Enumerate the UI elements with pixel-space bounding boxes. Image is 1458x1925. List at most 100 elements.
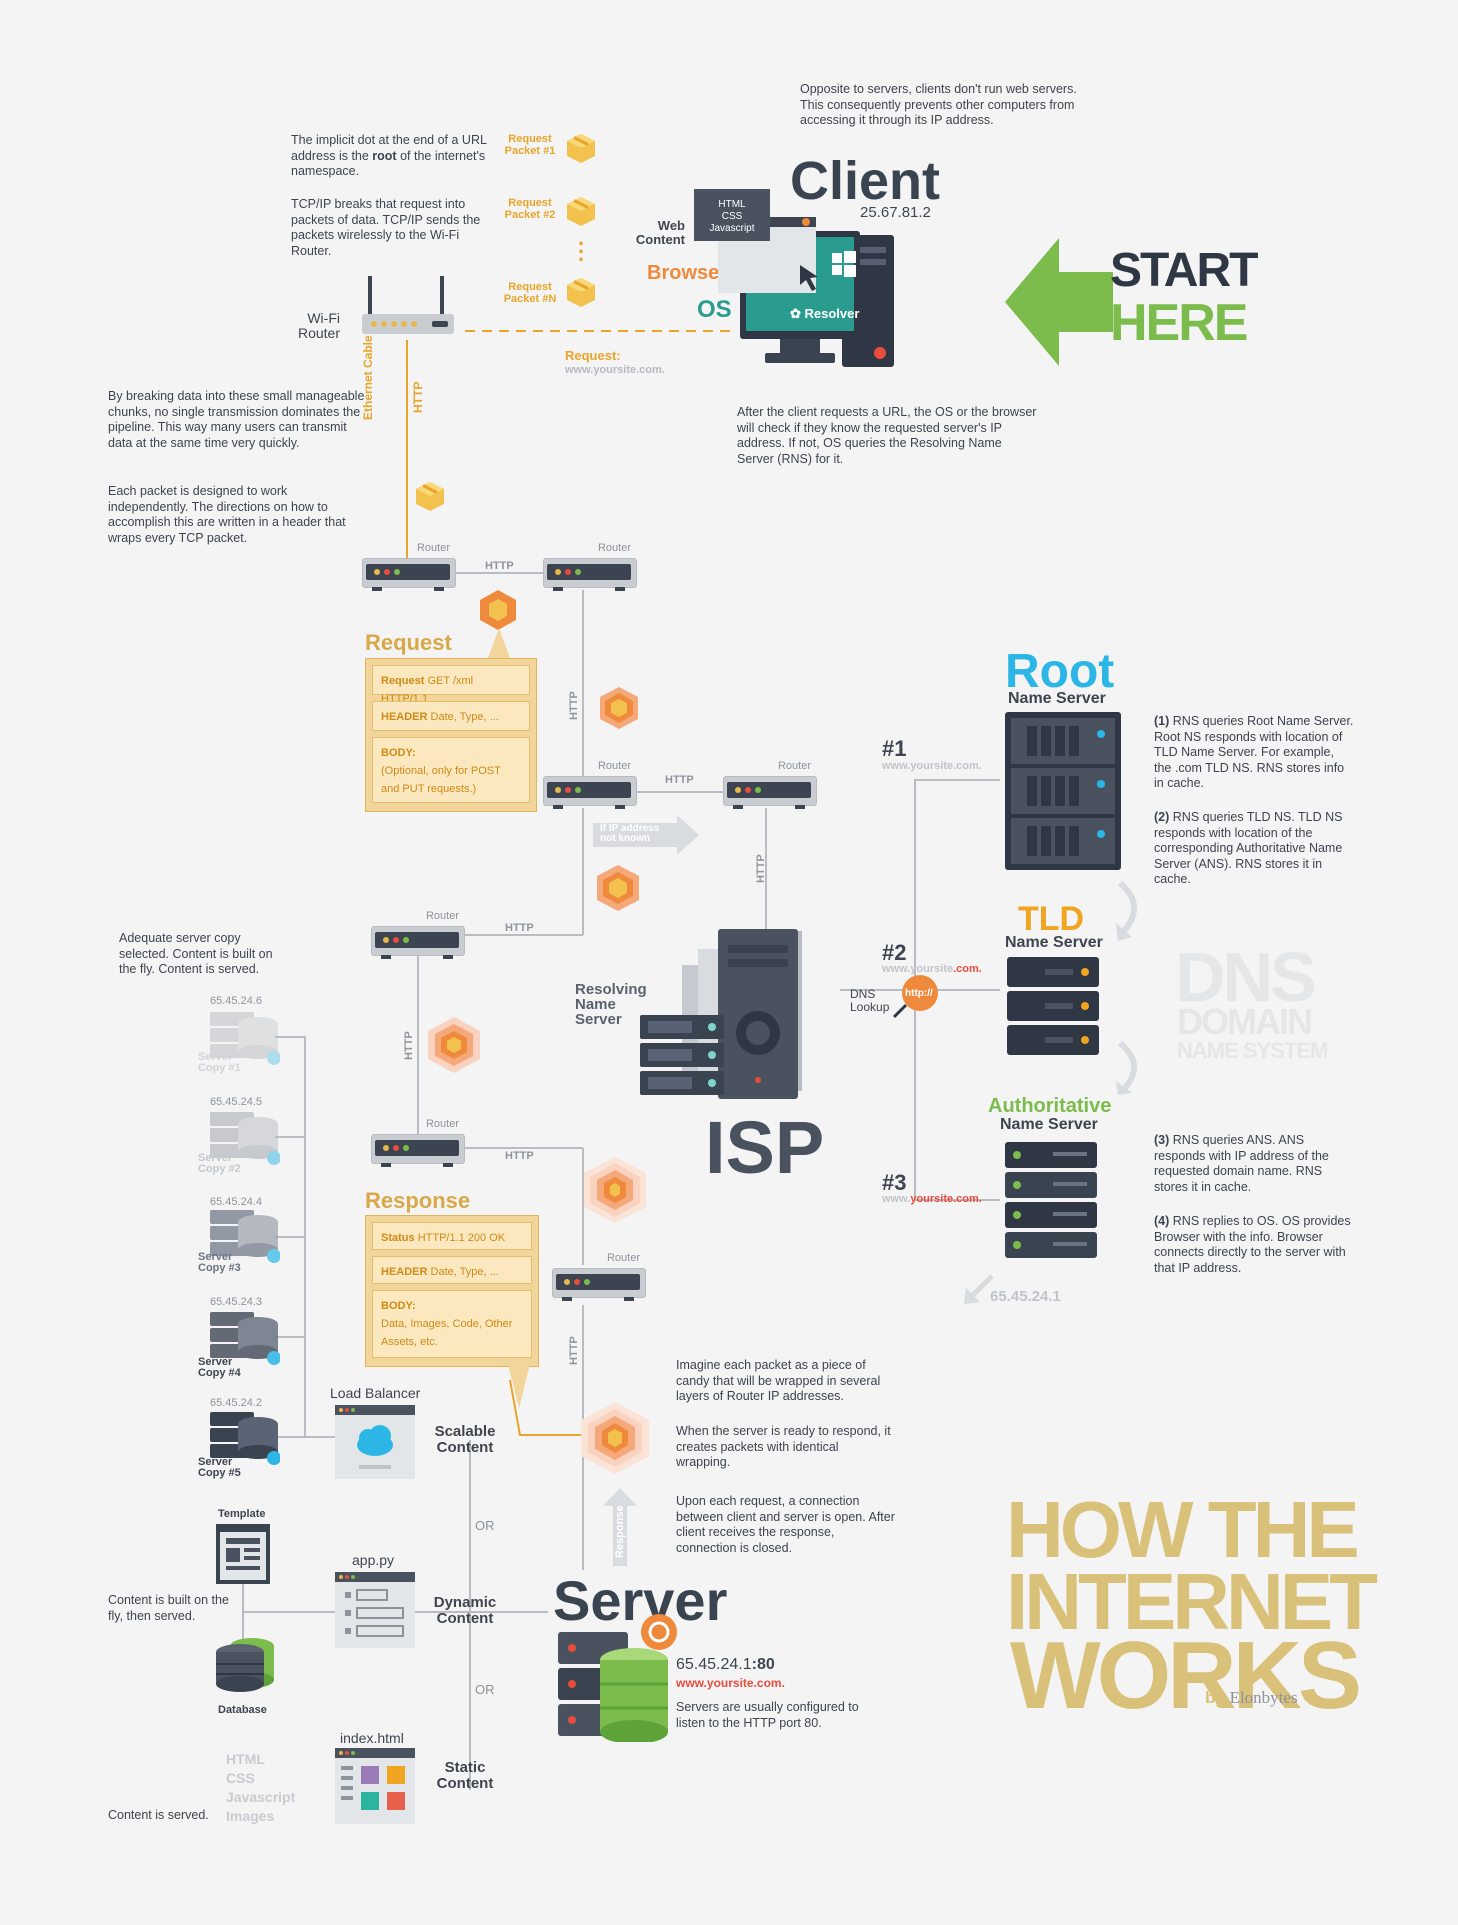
wifi-router-label: Wi-Fi Router bbox=[297, 310, 340, 341]
load-balancer-label: Load Balancer bbox=[330, 1385, 421, 1401]
client-title: Client bbox=[790, 151, 941, 211]
packet-2-label: Request Packet #2 bbox=[504, 197, 556, 221]
server-copy-4-name: Server Copy #4 bbox=[198, 1356, 241, 1379]
or-label-1: OR bbox=[475, 1518, 495, 1533]
router-4: Router bbox=[723, 760, 817, 810]
server-copy-ip: 65.45.24.3 bbox=[210, 1296, 262, 1308]
static-type-html: HTML bbox=[226, 1751, 265, 1767]
byline: by Elonbytes bbox=[1205, 1688, 1298, 1707]
dns-note-3: (3) RNS queries ANS. ANS responds with I… bbox=[1154, 1133, 1329, 1194]
server-copy-4-icon bbox=[210, 1312, 280, 1365]
auth-sub: Name Server bbox=[1000, 1116, 1098, 1133]
client-computer bbox=[694, 189, 894, 367]
start-label: START bbox=[1110, 244, 1258, 297]
http-label: HTTP bbox=[665, 774, 694, 786]
rns-label: Resolving Name Server bbox=[575, 981, 647, 1028]
app-py-icon bbox=[335, 1572, 415, 1648]
index-html-icon bbox=[335, 1748, 415, 1824]
hex-packet-icon bbox=[581, 1402, 649, 1474]
http-label: HTTP bbox=[568, 1336, 580, 1365]
static-type-images: Images bbox=[226, 1808, 275, 1824]
isp-title: ISP bbox=[705, 1106, 825, 1189]
tld-server-icon bbox=[1007, 957, 1099, 1055]
connection-note: Upon each request, a connection between … bbox=[676, 1494, 895, 1555]
server-copy-ip: 65.45.24.4 bbox=[210, 1196, 262, 1208]
http-label: HTTP bbox=[505, 922, 534, 934]
http-label: HTTP bbox=[485, 560, 514, 572]
router-label: Router bbox=[597, 760, 631, 772]
dns-step-1-url: www.yoursite.com. bbox=[882, 760, 982, 772]
request-box: Request GET /xml HTTP/1.1 HEADER Date, T… bbox=[365, 658, 537, 812]
server-copy-3-name: Server Copy #3 bbox=[198, 1251, 241, 1274]
server-copy-2-name: Server Copy #2 bbox=[198, 1152, 241, 1175]
dns-watermark-name-system: NAME SYSTEM bbox=[1177, 1038, 1328, 1063]
candy-note: Imagine each packet as a piece of candy … bbox=[676, 1358, 881, 1403]
server-copy-note: Adequate server copy selected. Content i… bbox=[119, 931, 273, 976]
response-box-pointer bbox=[508, 1364, 530, 1408]
server-copy-ip: 65.45.24.5 bbox=[210, 1096, 262, 1108]
request-url: www.yoursite.com. bbox=[565, 364, 665, 376]
response-body-row: BODY:Data, Images, Code, Other Assets, e… bbox=[372, 1290, 532, 1358]
hex-packet-icon bbox=[597, 865, 639, 911]
static-types: HTML CSS Javascript Images bbox=[226, 1750, 295, 1826]
dns-step-2-num: #2 bbox=[882, 940, 907, 965]
router-label: Router bbox=[425, 1118, 459, 1130]
brand-logo: Elonbytes bbox=[1229, 1688, 1298, 1707]
hex-packet-icon bbox=[428, 1017, 480, 1073]
dns-step-1-num: #1 bbox=[882, 736, 907, 761]
router-label: Router bbox=[416, 542, 450, 554]
static-content-label: Static Content bbox=[436, 1759, 494, 1792]
server-copy-5-name: Server Copy #5 bbox=[198, 1456, 241, 1479]
hex-packet-icon bbox=[476, 588, 477, 589]
dynamic-content-label: Dynamic Content bbox=[433, 1594, 497, 1627]
start-here-arrow bbox=[1005, 238, 1113, 366]
tld-sub: Name Server bbox=[1005, 934, 1103, 951]
server-copy-ip: 65.45.24.2 bbox=[210, 1397, 262, 1409]
server-copy-ip: 65.45.24.6 bbox=[210, 995, 262, 1007]
return-ip: 65.45.24.1 bbox=[990, 1288, 1061, 1305]
dns-note-2: (2) RNS queries TLD NS. TLD NS responds … bbox=[1154, 810, 1343, 886]
router-2: Router bbox=[543, 542, 637, 592]
wrap-note: When the server is ready to respond, it … bbox=[676, 1424, 891, 1469]
os-label: OS bbox=[697, 296, 732, 323]
tld-title: TLD bbox=[1018, 900, 1085, 938]
request-line-row: Request GET /xml HTTP/1.1 bbox=[372, 665, 530, 705]
auth-title: Authoritative bbox=[988, 1095, 1112, 1117]
response-header-row: HEADER Date, Type, ... bbox=[372, 1256, 532, 1284]
database-icon bbox=[216, 1638, 274, 1692]
client-after-note: After the client requests a URL, the OS … bbox=[737, 405, 1037, 466]
independent-note: Each packet is designed to work independ… bbox=[108, 484, 346, 545]
static-type-js: Javascript bbox=[226, 1789, 296, 1805]
dns-lookup-label: DNS Lookup bbox=[850, 987, 890, 1014]
web-content-label: Web Content bbox=[635, 218, 685, 247]
or-label-2: OR bbox=[475, 1682, 495, 1697]
dns-lookup-badge bbox=[892, 975, 938, 1019]
main-title-line-2: INTERNET bbox=[1006, 1557, 1378, 1646]
template-icon bbox=[216, 1524, 270, 1584]
root-title: Root bbox=[1005, 645, 1115, 698]
served-note: Content is served. bbox=[108, 1808, 209, 1822]
load-balancer-icon bbox=[335, 1405, 415, 1479]
root-dot-note: The implicit dot at the end of a URL add… bbox=[291, 133, 487, 178]
template-label: Template bbox=[218, 1508, 266, 1520]
isp-servers bbox=[640, 929, 802, 1099]
static-type-css: CSS bbox=[226, 1770, 255, 1786]
wifi-router-icon bbox=[362, 276, 454, 334]
packet-icon bbox=[567, 278, 595, 307]
dns-flow-arrows bbox=[1116, 880, 1137, 1095]
request-header-row: HEADER Date, Type, ... bbox=[372, 701, 530, 731]
request-label: Request: bbox=[565, 348, 621, 363]
packet-icon bbox=[567, 134, 595, 163]
router-1: Router bbox=[362, 542, 456, 592]
http-badge-label: http:// bbox=[905, 988, 933, 999]
client-note: Opposite to servers, clients don't run w… bbox=[800, 82, 1077, 127]
packet-n-label: Request Packet #N bbox=[503, 281, 557, 305]
request-body-row: BODY:(Optional, only for POST and PUT re… bbox=[372, 737, 530, 803]
response-arrow-label: Response bbox=[614, 1505, 626, 1558]
tcp-note: TCP/IP breaks that request into packets … bbox=[291, 197, 481, 258]
router-5: Router bbox=[371, 910, 465, 960]
http-label: HTTP bbox=[755, 854, 767, 883]
browser-label: Browser bbox=[647, 262, 728, 284]
server-title: Server bbox=[553, 1569, 728, 1632]
hex-packet-icon bbox=[482, 592, 514, 628]
